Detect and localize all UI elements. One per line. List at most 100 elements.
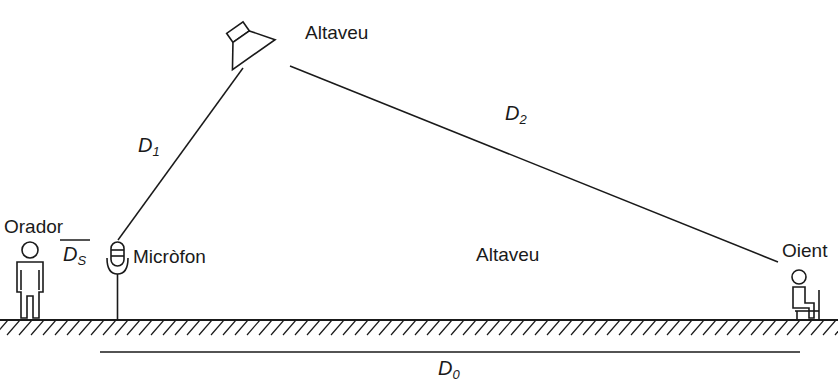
hatch-mark <box>535 320 548 335</box>
symbol: D <box>505 102 519 124</box>
hatch-mark <box>415 320 428 335</box>
device-label: Altaveu <box>305 22 368 44</box>
loudspeaker-symbol <box>214 13 276 70</box>
hatch-mark <box>499 320 512 335</box>
hatch-mark <box>331 320 344 335</box>
hatch-mark <box>199 320 212 335</box>
distance-label: D1 <box>138 134 160 157</box>
subscript: S <box>77 253 86 268</box>
hatch-mark <box>475 320 488 335</box>
microphone-symbol <box>107 242 128 320</box>
hatch-mark <box>343 320 356 335</box>
distance-label: DS <box>63 243 86 266</box>
region-label: Altaveu <box>476 244 539 266</box>
ground-hatch <box>0 320 838 335</box>
hatch-mark <box>835 320 838 335</box>
hatch-mark <box>91 320 104 335</box>
hatch-mark <box>7 320 20 335</box>
hatch-mark <box>523 320 536 335</box>
hatch-mark <box>355 320 368 335</box>
hatch-mark <box>0 320 8 335</box>
hatch-mark <box>151 320 164 335</box>
hatch-mark <box>763 320 776 335</box>
hatch-mark <box>307 320 320 335</box>
hatch-mark <box>223 320 236 335</box>
person-label: Oient <box>782 240 827 262</box>
subscript: 1 <box>152 144 159 159</box>
hatch-mark <box>571 320 584 335</box>
distance-label: D2 <box>505 102 527 125</box>
hatch-mark <box>631 320 644 335</box>
hatch-mark <box>823 320 836 335</box>
hatch-mark <box>547 320 560 335</box>
hatch-mark <box>703 320 716 335</box>
hatch-mark <box>295 320 308 335</box>
hatch-mark <box>787 320 800 335</box>
device-label: Micròfon <box>133 246 206 268</box>
hatch-mark <box>67 320 80 335</box>
hatch-mark <box>775 320 788 335</box>
ground-line <box>0 319 838 321</box>
distance-line <box>118 68 243 240</box>
hatch-mark <box>751 320 764 335</box>
person-label: Orador <box>4 216 63 238</box>
hatch-mark <box>247 320 260 335</box>
hatch-mark <box>55 320 68 335</box>
symbol: D <box>138 134 152 156</box>
hatch-mark <box>619 320 632 335</box>
hatch-mark <box>175 320 188 335</box>
hatch-mark <box>211 320 224 335</box>
hatch-mark <box>679 320 692 335</box>
hatch-mark <box>427 320 440 335</box>
hatch-mark <box>439 320 452 335</box>
person-standing <box>17 242 43 318</box>
symbol: D <box>63 243 77 265</box>
hatch-mark <box>283 320 296 335</box>
hatch-mark <box>463 320 476 335</box>
hatch-mark <box>595 320 608 335</box>
hatch-mark <box>103 320 116 335</box>
dimension-line <box>60 239 90 241</box>
hatch-mark <box>319 320 332 335</box>
hatch-mark <box>187 320 200 335</box>
hatch-mark <box>667 320 680 335</box>
hatch-mark <box>487 320 500 335</box>
subscript: 2 <box>519 112 526 127</box>
hatch-mark <box>559 320 572 335</box>
symbol: D <box>438 357 452 379</box>
hatch-mark <box>271 320 284 335</box>
hatch-mark <box>739 320 752 335</box>
hatch-mark <box>163 320 176 335</box>
hatch-mark <box>799 320 812 335</box>
hatch-mark <box>403 320 416 335</box>
subscript: 0 <box>452 367 459 382</box>
hatch-mark <box>139 320 152 335</box>
hatch-mark <box>19 320 32 335</box>
hatch-mark <box>127 320 140 335</box>
hatch-mark <box>583 320 596 335</box>
hatch-mark <box>367 320 380 335</box>
hatch-mark <box>79 320 92 335</box>
hatch-mark <box>691 320 704 335</box>
person-seated <box>792 270 819 320</box>
hatch-mark <box>811 320 824 335</box>
hatch-mark <box>391 320 404 335</box>
hatch-mark <box>451 320 464 335</box>
hatch-mark <box>607 320 620 335</box>
hatch-mark <box>379 320 392 335</box>
distance-label: D0 <box>438 357 460 380</box>
hatch-mark <box>235 320 248 335</box>
hatch-mark <box>715 320 728 335</box>
hatch-mark <box>655 320 668 335</box>
hatch-mark <box>643 320 656 335</box>
distance-line <box>290 66 778 262</box>
dimension-line <box>100 351 800 353</box>
hatch-mark <box>727 320 740 335</box>
hatch-mark <box>31 320 44 335</box>
hatch-mark <box>115 320 128 335</box>
hatch-mark <box>259 320 272 335</box>
hatch-mark <box>511 320 524 335</box>
hatch-mark <box>43 320 56 335</box>
